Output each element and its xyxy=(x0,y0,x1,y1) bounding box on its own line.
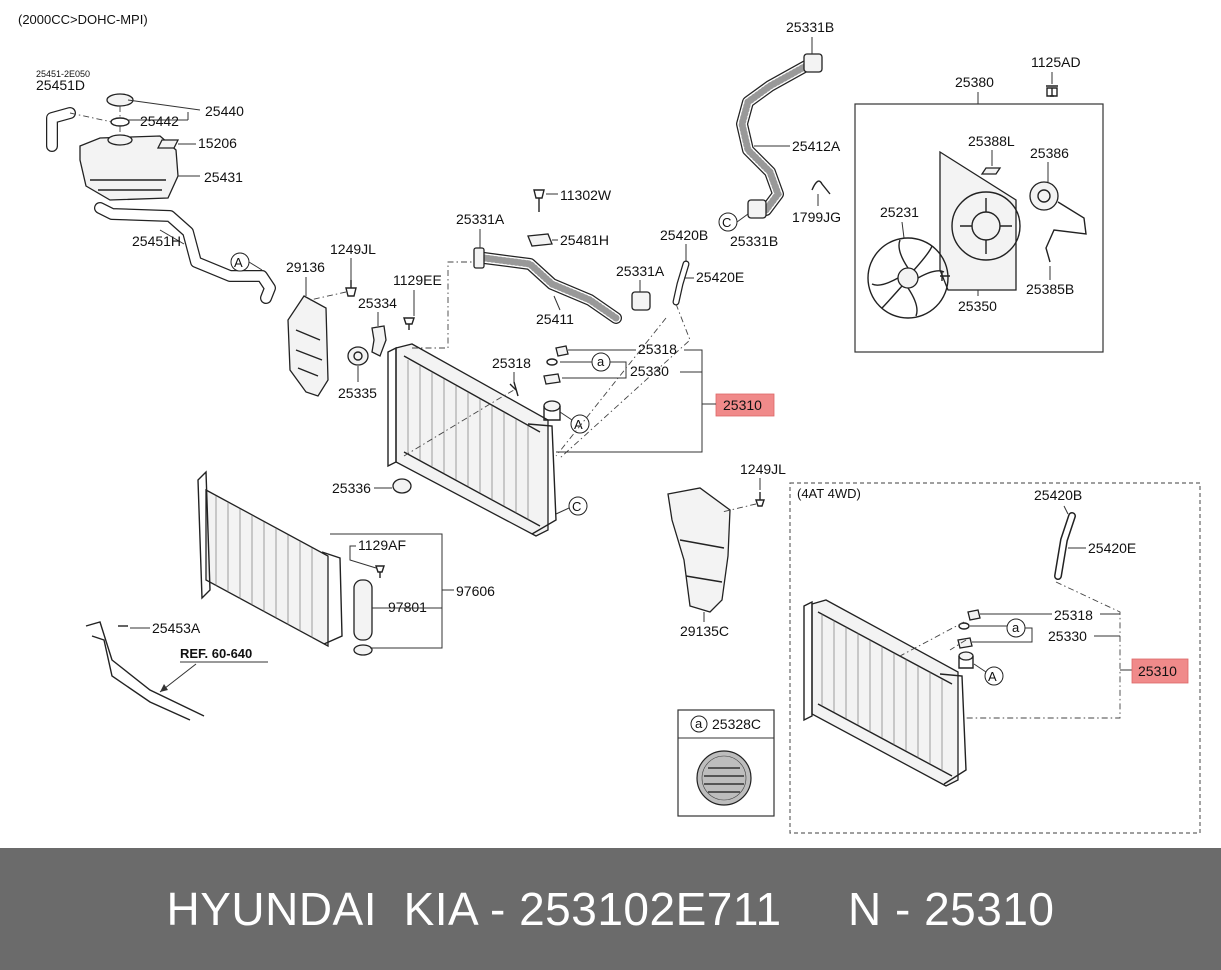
part-label-25335: 25335 xyxy=(338,385,377,401)
part-label-1249jl-mid: 1249JL xyxy=(740,461,786,477)
part-label-25336: 25336 xyxy=(332,480,371,496)
part-label-29136: 29136 xyxy=(286,259,325,275)
part-label-25420b-inset: 25420B xyxy=(1034,487,1082,503)
fan-motor xyxy=(1029,181,1087,263)
part-label-25331a-top: 25331A xyxy=(456,211,505,227)
part-label-1799jg: 1799JG xyxy=(792,209,841,225)
ref-marker-a-hose: A xyxy=(234,255,243,270)
sub-marker-a-inset: a xyxy=(1012,620,1020,635)
part-label-25334: 25334 xyxy=(358,295,397,311)
part-label-25420b-top: 25420B xyxy=(660,227,708,243)
part-label-25386: 25386 xyxy=(1030,145,1069,161)
label-box-25328c xyxy=(677,709,775,817)
highlight-25310-inset xyxy=(1131,658,1189,684)
part-label-25440: 25440 xyxy=(205,103,244,119)
bracket-29136 xyxy=(287,295,329,397)
bracket-29135c xyxy=(667,487,731,613)
caution-label-icon xyxy=(696,750,752,806)
part-label-25330-main: 25330 xyxy=(630,363,669,379)
part-label-1125ad: 1125AD xyxy=(1031,54,1081,70)
part-label-25331b-mid: 25331B xyxy=(730,233,778,249)
ref-marker-a-radiator: A xyxy=(574,417,583,432)
highlight-25310-main xyxy=(715,393,775,417)
part-label-25431: 25431 xyxy=(204,169,243,185)
ref-marker-a-inset: A xyxy=(988,669,997,684)
part-number-caption: HYUNDAI KIA - 253102E711 N - 25310 xyxy=(166,883,1055,935)
part-label-25453a: 25453A xyxy=(152,620,201,636)
sub-marker-a-main: a xyxy=(597,354,605,369)
part-label-25350: 25350 xyxy=(958,298,997,314)
part-label-25318-small: 25318 xyxy=(492,355,531,371)
part-label-25481h: 25481H xyxy=(560,232,609,248)
part-label-25451h: 25451H xyxy=(132,233,181,249)
part-label-25310-main: 25310 xyxy=(723,397,762,413)
part-label-25420e-inset: 25420E xyxy=(1088,540,1136,556)
part-label-25388l: 25388L xyxy=(968,133,1015,149)
lower-hose xyxy=(473,247,651,324)
inset-label: (4AT 4WD) xyxy=(797,486,861,501)
radiator-parts-diagram: (2000CC>DOHC-MPI) 25451-2E050 25451D 254… xyxy=(18,12,1201,834)
part-label-25380: 25380 xyxy=(955,74,994,90)
ref-marker-c-radiator: C xyxy=(572,499,581,514)
fan-blade xyxy=(867,237,949,319)
condenser xyxy=(197,470,343,648)
overflow-hose xyxy=(94,202,276,304)
part-label-1129ee: 1129EE xyxy=(393,272,442,288)
part-label-25451d: 25451D xyxy=(36,77,85,93)
part-label-97801: 97801 xyxy=(388,599,427,615)
ref-marker-c-hose: C xyxy=(722,215,731,230)
part-label-25451-2e050: 25451-2E050 xyxy=(36,69,90,79)
sub-marker-a-label: a xyxy=(695,716,703,731)
ref-label: REF. 60-640 xyxy=(180,646,252,661)
part-label-29135c: 29135C xyxy=(680,623,729,639)
part-label-25318-main: 25318 xyxy=(638,341,677,357)
inset-radiator xyxy=(803,599,974,787)
part-label-25330-inset: 25330 xyxy=(1048,628,1087,644)
part-label-25411: 25411 xyxy=(536,311,574,327)
engine-spec-note: (2000CC>DOHC-MPI) xyxy=(18,12,148,27)
footer-banner: HYUNDAI KIA - 253102E711 N - 25310 xyxy=(0,848,1221,970)
receiver-drier xyxy=(353,579,373,656)
part-label-25318-inset: 25318 xyxy=(1054,607,1093,623)
part-label-25310-inset: 25310 xyxy=(1138,663,1177,679)
fan-shroud xyxy=(939,150,1021,291)
part-label-25328c: 25328C xyxy=(712,716,761,732)
part-label-25420e-top: 25420E xyxy=(696,269,744,285)
part-label-15206: 15206 xyxy=(198,135,237,151)
part-label-97606: 97606 xyxy=(456,583,495,599)
part-label-1129af: 1129AF xyxy=(358,537,406,553)
inset-4at-4wd-box xyxy=(789,482,1201,834)
part-label-25442: 25442 xyxy=(140,113,179,129)
part-label-25412a: 25412A xyxy=(792,138,841,154)
part-label-1249jl-top: 1249JL xyxy=(330,241,376,257)
fan-assembly-box xyxy=(854,103,1104,353)
reservoir-group xyxy=(46,93,180,201)
part-label-25231: 25231 xyxy=(880,204,919,220)
part-label-25385b: 25385B xyxy=(1026,281,1074,297)
part-label-25331a-mid: 25331A xyxy=(616,263,665,279)
upper-hose xyxy=(736,53,823,219)
part-label-25331b-top: 25331B xyxy=(786,19,834,35)
air-guard xyxy=(85,621,205,721)
main-radiator xyxy=(387,343,561,537)
part-label-11302w: 11302W xyxy=(560,187,612,203)
